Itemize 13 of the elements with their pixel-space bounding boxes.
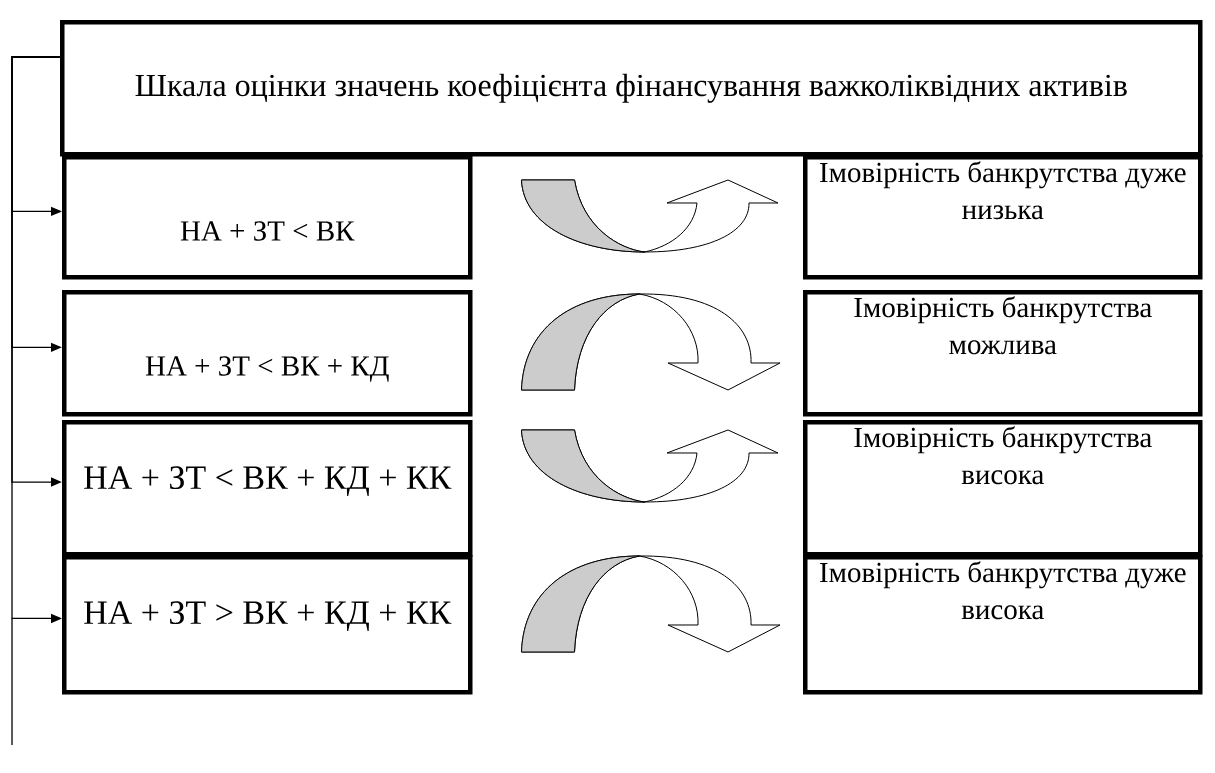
text-box: Імовірність банкрутства висока — [803, 420, 1203, 557]
text-box: Імовірність банкрутства дуже висока — [803, 555, 1203, 695]
curved-block-arrow — [521, 429, 779, 503]
text-box: НА + ЗТ < ВК + КД + КК — [62, 420, 473, 557]
text-box: НА + ЗТ < ВК + КД — [62, 290, 473, 417]
text-box: НА + ЗТ > ВК + КД + КК — [62, 555, 473, 695]
text-box: Імовірність банкрутства дуже низька — [803, 155, 1203, 280]
text-box: Імовірність банкрутства можлива — [803, 290, 1203, 417]
title-box: Шкала оцінки значень коефіцієнта фінансування важколіквідних активів — [60, 20, 1203, 157]
curved-block-arrow — [521, 555, 781, 653]
curved-block-arrow — [521, 293, 781, 391]
curved-block-arrow — [521, 179, 779, 253]
text-box: НА + ЗТ < ВК — [62, 155, 473, 280]
